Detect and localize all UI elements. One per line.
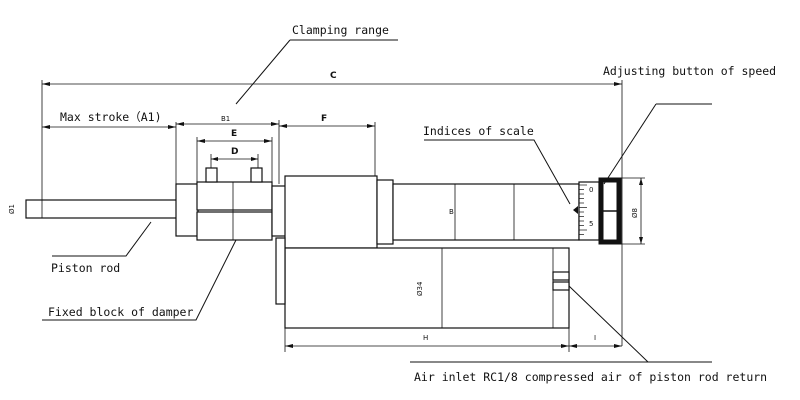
dimension-i-label: I xyxy=(594,334,596,342)
diameter-d8: Ø8 xyxy=(621,177,645,245)
dimension-e-label: E xyxy=(231,129,237,139)
label-air-inlet: Air inlet RC1/8 compressed air of piston… xyxy=(414,370,767,384)
scale-ticks xyxy=(579,184,587,235)
label-indices-of-scale: Indices of scale xyxy=(423,124,534,138)
label-piston-rod: Piston rod xyxy=(51,261,120,275)
dimension-c-label: C xyxy=(330,71,337,81)
dimension-f-label: F xyxy=(321,114,327,124)
diameter-d1-label: Ø1 xyxy=(8,204,16,214)
label-fixed-block: Fixed block of damper xyxy=(48,305,193,319)
rod-guide xyxy=(175,183,199,237)
transition-ring xyxy=(271,185,287,237)
dimension-b1-label: B1 xyxy=(221,115,230,123)
scale-drum: 0 5 xyxy=(573,181,600,241)
label-clamping-range: Clamping range xyxy=(292,23,389,37)
main-body: B xyxy=(284,175,580,249)
label-max-stroke: Max stroke（A1) xyxy=(60,110,162,124)
adjusting-knob[interactable] xyxy=(598,177,622,245)
dimension-h-label: H xyxy=(423,334,428,342)
scale-pointer-icon xyxy=(573,206,578,214)
dimension-max-stroke xyxy=(42,122,177,184)
dimension-e: E xyxy=(196,129,273,182)
lower-cylinder: Ø34 xyxy=(275,237,570,329)
label-adjusting-button: Adjusting button of speed xyxy=(603,64,776,78)
dimension-b1: B1 xyxy=(176,115,280,184)
leader-lines xyxy=(42,39,712,363)
dimension-h-i: H I xyxy=(284,328,622,352)
piston-rod: Ø1 xyxy=(8,199,179,219)
scale-mark-5: 5 xyxy=(589,220,593,228)
fixed-block xyxy=(196,167,273,241)
dimension-d-label: D xyxy=(231,147,238,157)
dimension-b-label: B xyxy=(449,208,454,216)
dimension-c: C xyxy=(41,71,623,346)
diameter-d8-label: Ø8 xyxy=(631,208,639,218)
dimension-f: F xyxy=(279,114,376,178)
scale-mark-0: 0 xyxy=(589,186,593,194)
dimension-d: D xyxy=(210,147,259,170)
diameter-d34-label: Ø34 xyxy=(416,281,424,296)
